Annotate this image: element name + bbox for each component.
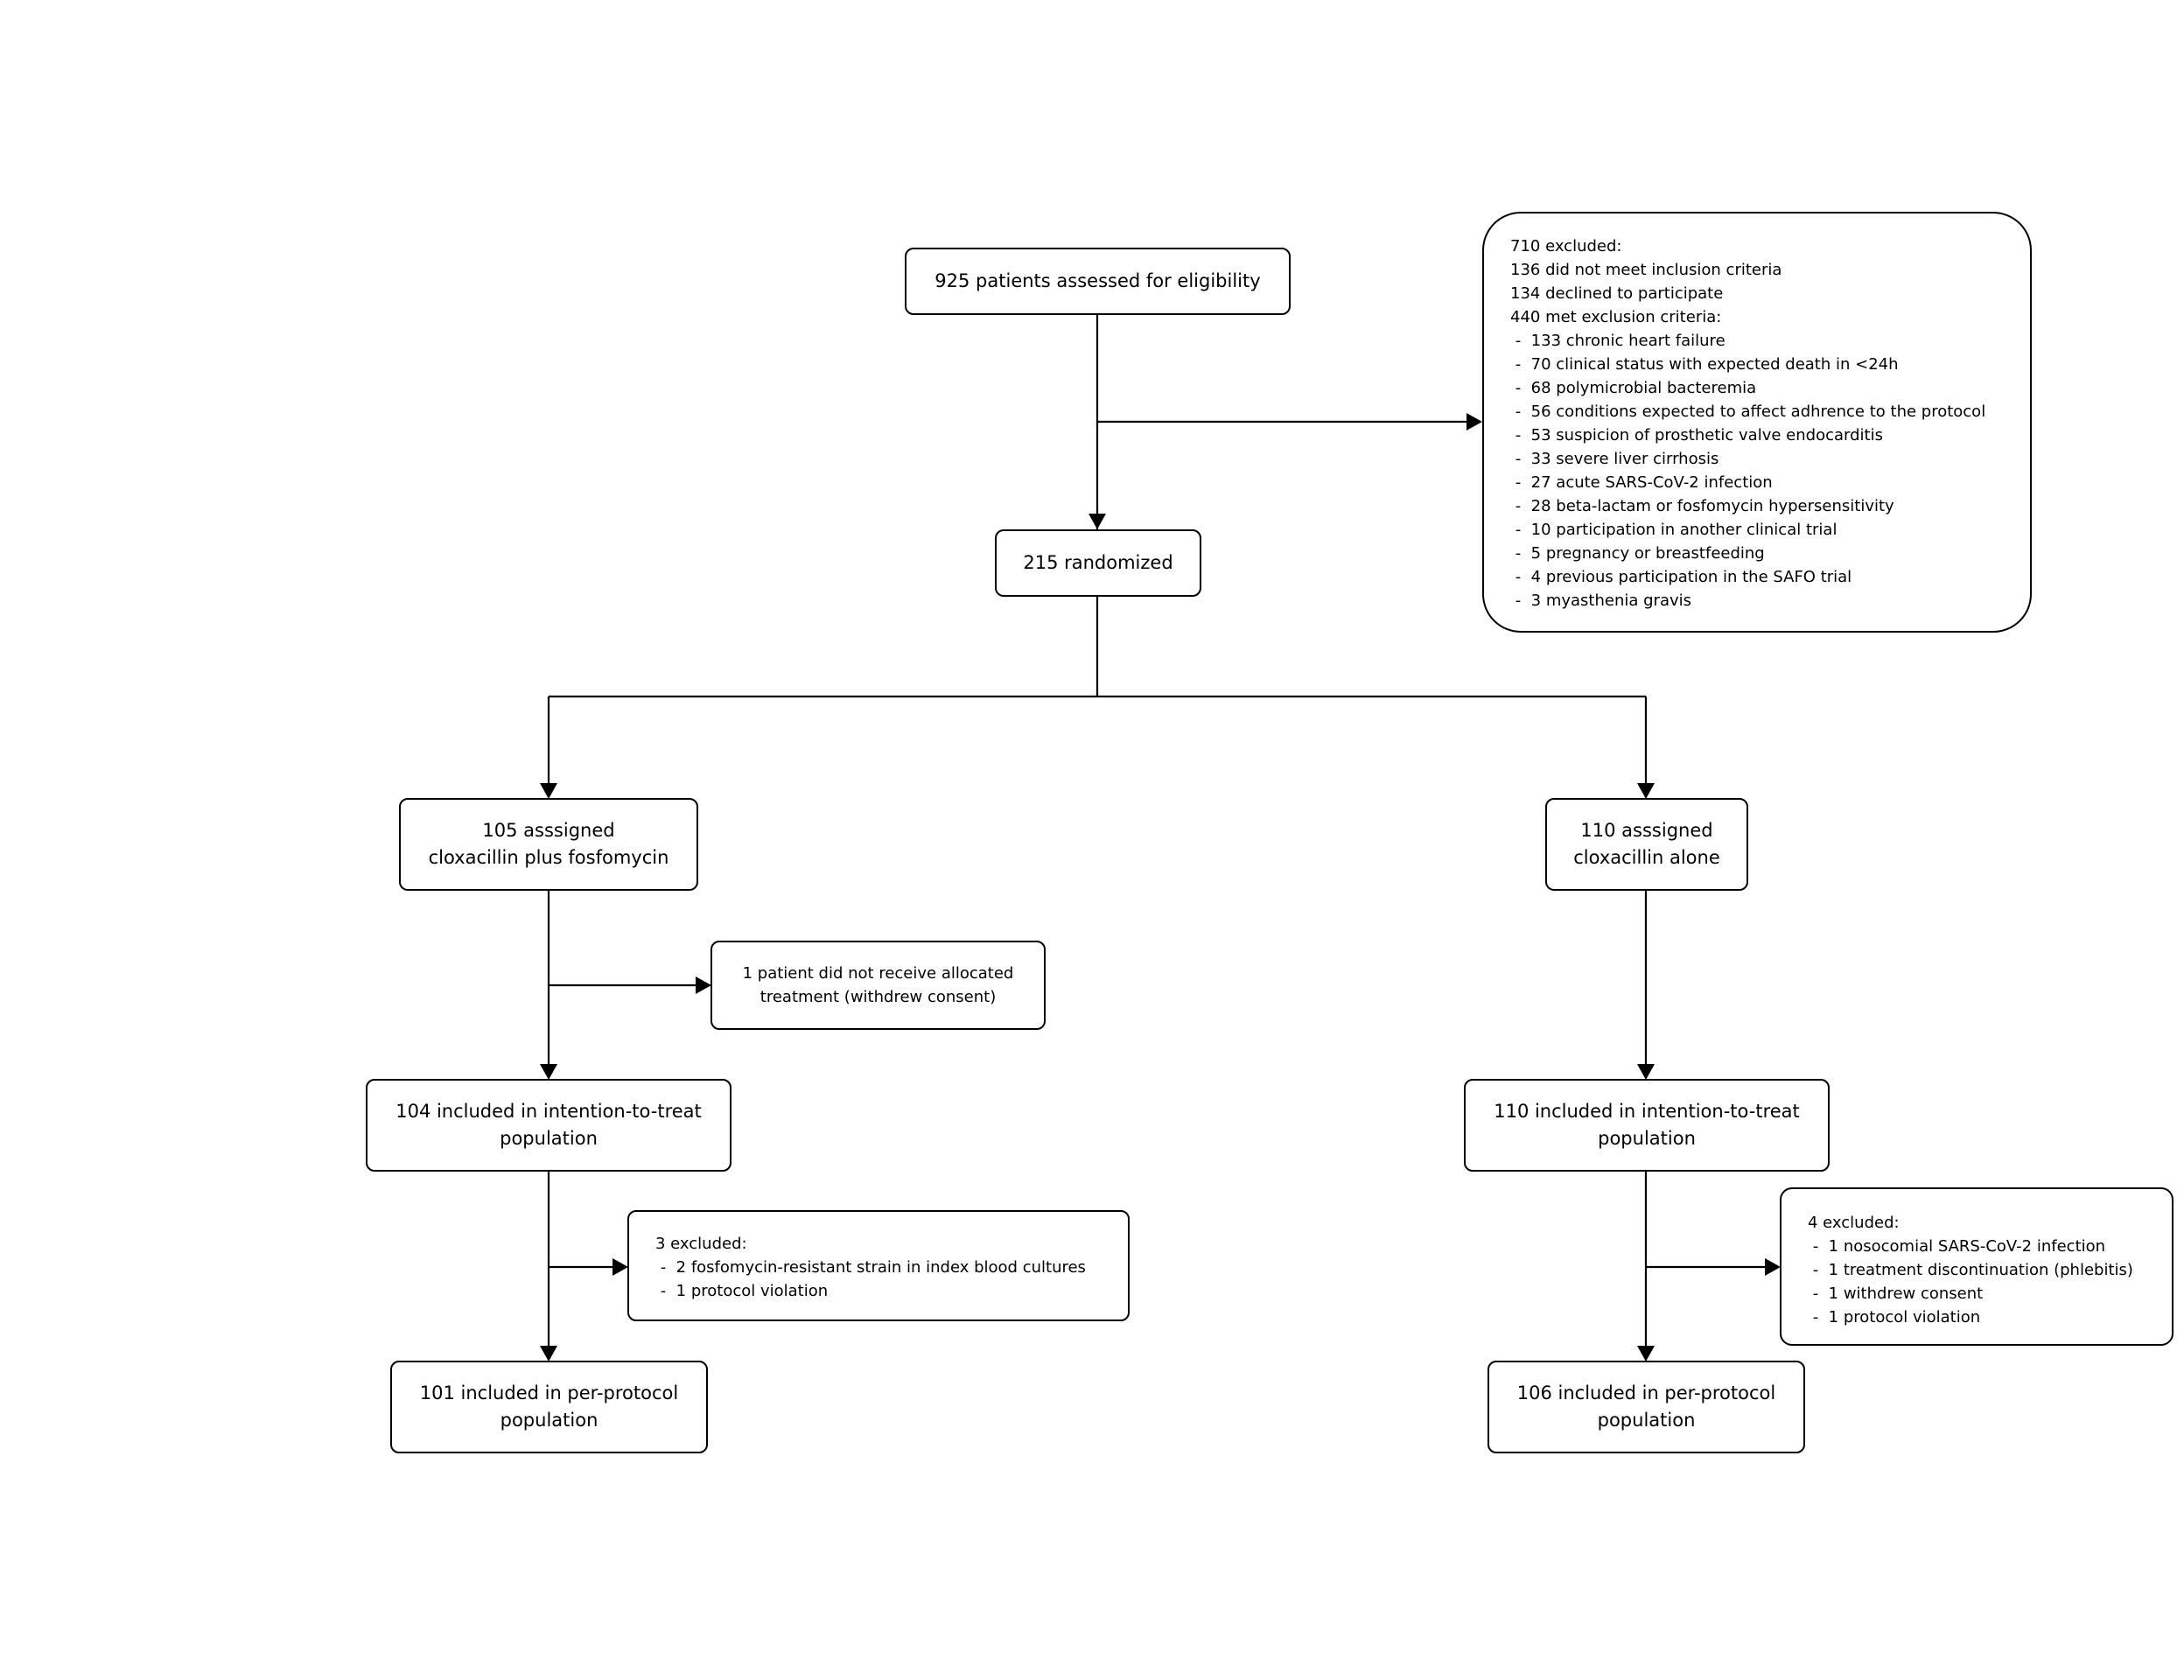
combo-pp-box: 101 included in per-protocol population <box>390 1361 708 1453</box>
box-line: population <box>1598 1128 1696 1149</box>
box-line: - 28 beta-lactam or fosfomycin hypersens… <box>1510 497 1894 515</box>
box-line: treatment (withdrew consent) <box>760 988 997 1006</box>
box-line: - 53 suspicion of prosthetic valve endoc… <box>1510 426 1883 444</box>
box-line: 136 did not meet inclusion criteria <box>1510 261 1782 279</box>
arrowhead-alone-itt <box>1637 1064 1655 1080</box>
box-line: 3 excluded: <box>655 1235 747 1253</box>
box-line: cloxacillin plus fosfomycin <box>428 847 669 868</box>
box-line: 106 included in per-protocol <box>1516 1382 1776 1404</box>
box-line: - 10 participation in another clinical t… <box>1510 521 1838 539</box>
box-line: - 70 clinical status with expected death… <box>1510 355 1899 374</box>
arrowhead-arm-alone <box>1637 783 1655 799</box>
alone-pp-box: 106 included in per-protocol population <box>1488 1361 1805 1453</box>
box-line: - 33 severe liver cirrhosis <box>1510 450 1719 468</box>
box-line: - 1 treatment discontinuation (phlebitis… <box>1808 1261 2133 1279</box>
randomized-box: 215 randomized <box>995 529 1201 597</box>
arrowhead-randomized <box>1088 514 1106 529</box>
arrowhead-combo-pp <box>540 1346 557 1362</box>
box-line: - 2 fosfomycin-resistant strain in index… <box>655 1258 1086 1277</box>
box-line: - 68 polymicrobial bacteremia <box>1510 379 1757 397</box>
combo-itt-box: 104 included in intention-to-treat popula… <box>366 1079 732 1172</box>
arm-alone-box: 110 asssigned cloxacillin alone <box>1545 798 1748 891</box>
box-line: 110 asssigned <box>1580 820 1713 841</box>
combo-not-received-box: 1 patient did not receive allocated treat… <box>710 941 1046 1030</box>
box-line: - 27 acute SARS-CoV-2 infection <box>1510 473 1773 492</box>
box-line: 134 declined to participate <box>1510 284 1724 303</box>
box-line: population <box>500 1128 598 1149</box>
box-line: - 133 chronic heart failure <box>1510 332 1726 350</box>
arrowhead-combo-excluded <box>612 1258 628 1276</box>
box-line: 1 patient did not receive allocated <box>742 964 1014 983</box>
box-line: cloxacillin alone <box>1573 847 1720 868</box>
box-line: 101 included in per-protocol <box>419 1382 679 1404</box>
box-line: 710 excluded: <box>1510 237 1622 256</box>
arm-combo-box: 105 asssigned cloxacillin plus fosfomycin <box>399 798 698 891</box>
combo-excluded-box: 3 excluded: - 2 fosfomycin-resistant str… <box>627 1210 1130 1321</box>
arrowhead-arm-combo <box>540 783 557 799</box>
box-line: - 56 conditions expected to affect adhre… <box>1510 402 1986 421</box>
box-line: - 1 protocol violation <box>1808 1308 1981 1326</box>
alone-excluded-box: 4 excluded: - 1 nosocomial SARS-CoV-2 in… <box>1780 1187 2174 1346</box>
arrowhead-combo-not-received <box>696 976 711 994</box>
box-line: - 3 myasthenia gravis <box>1510 592 1692 610</box>
arrowhead-excluded-initial <box>1466 413 1482 430</box>
alone-itt-box: 110 included in intention-to-treat popula… <box>1464 1079 1830 1172</box>
box-line: 105 asssigned <box>482 820 615 841</box>
box-line: 215 randomized <box>1023 552 1173 573</box>
box-line: 925 patients assessed for eligibility <box>934 270 1261 291</box>
split-line <box>547 597 1648 783</box>
box-line: population <box>500 1410 598 1431</box>
box-line: - 1 withdrew consent <box>1808 1284 1984 1303</box>
box-line: - 4 previous participation in the SAFO t… <box>1510 568 1852 586</box>
box-line: - 1 protocol violation <box>655 1282 829 1300</box>
box-line: - 1 nosocomial SARS-CoV-2 infection <box>1808 1237 2106 1256</box>
box-line: 4 excluded: <box>1808 1214 1900 1232</box>
box-line: - 5 pregnancy or breastfeeding <box>1510 544 1765 563</box>
box-line: 110 included in intention-to-treat <box>1494 1101 1800 1122</box>
arrowhead-combo-itt <box>540 1064 557 1080</box>
box-line: 104 included in intention-to-treat <box>396 1101 702 1122</box>
assessed-box: 925 patients assessed for eligibility <box>905 248 1291 315</box>
arrowhead-alone-excluded <box>1765 1258 1781 1276</box>
arrowhead-alone-pp <box>1637 1346 1655 1362</box>
excluded-initial-box: 710 excluded: 136 did not meet inclusion … <box>1482 212 2032 633</box>
box-line: population <box>1597 1410 1696 1431</box>
box-line: 440 met exclusion criteria: <box>1510 308 1722 326</box>
